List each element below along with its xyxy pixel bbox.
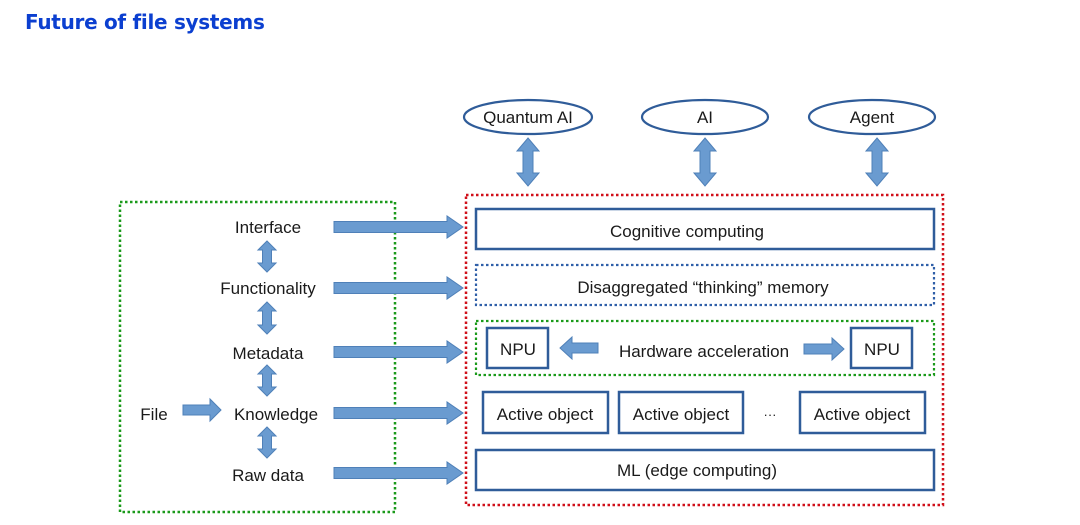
ml-edge-computing-box: ML (edge computing) <box>474 448 936 492</box>
npu-left-box <box>485 326 550 370</box>
top-node-label: Quantum AI <box>483 108 573 127</box>
left-arrow-icon <box>559 335 599 361</box>
active-object-label: Active object <box>497 405 594 424</box>
cognitive-computing-box: Cognitive computing <box>474 207 936 251</box>
top-node-label: AI <box>697 108 713 127</box>
cognitive-computing-label: Cognitive computing <box>610 222 764 241</box>
thinking-memory-box: Disaggregated “thinking” memory <box>474 263 936 307</box>
hardware-acceleration-group: NPU NPU Hardware acceleration <box>474 319 936 377</box>
ml-edge-computing-label: ML (edge computing) <box>617 461 777 480</box>
npu-left-label: NPU <box>500 340 536 359</box>
double-arrow-icon <box>515 137 541 187</box>
top-node-ai: AI <box>640 98 770 136</box>
double-arrow-icon <box>256 301 278 335</box>
layer-functionality: Functionality <box>220 279 316 298</box>
layer-raw-data: Raw data <box>232 466 304 485</box>
top-node-agent: Agent <box>807 98 937 136</box>
double-arrow-icon <box>256 240 278 273</box>
thinking-memory-label: Disaggregated “thinking” memory <box>577 278 829 297</box>
layer-knowledge: Knowledge <box>234 405 318 424</box>
active-object-box <box>798 390 927 435</box>
double-arrow-icon <box>692 137 718 187</box>
active-object-box <box>481 390 610 435</box>
active-object-box <box>617 390 745 435</box>
double-arrow-icon <box>864 137 890 187</box>
right-arrow-icon <box>333 215 464 239</box>
layer-interface: Interface <box>235 218 301 237</box>
top-node-label: Agent <box>850 108 895 127</box>
layer-metadata: Metadata <box>233 344 304 363</box>
right-arrow-icon <box>333 461 464 485</box>
npu-right-box <box>849 326 914 370</box>
ellipsis: ··· <box>764 407 777 422</box>
right-arrow-icon <box>333 340 464 364</box>
hardware-acceleration-label: Hardware acceleration <box>619 342 789 361</box>
double-arrow-icon <box>256 426 278 459</box>
right-arrow-icon <box>182 397 222 423</box>
page-title: Future of file systems <box>25 10 265 34</box>
double-arrow-icon <box>256 364 278 397</box>
file-input-label: File <box>140 405 167 424</box>
right-arrow-icon <box>333 401 464 425</box>
top-node-quantum-ai: Quantum AI <box>462 98 594 136</box>
npu-right-label: NPU <box>864 340 900 359</box>
active-objects-row: Active object Active object ··· Active o… <box>481 390 927 435</box>
right-system-container <box>464 193 945 507</box>
right-arrow-icon <box>333 276 464 300</box>
active-object-label: Active object <box>633 405 730 424</box>
active-object-label: Active object <box>814 405 911 424</box>
right-arrow-icon <box>803 336 845 362</box>
